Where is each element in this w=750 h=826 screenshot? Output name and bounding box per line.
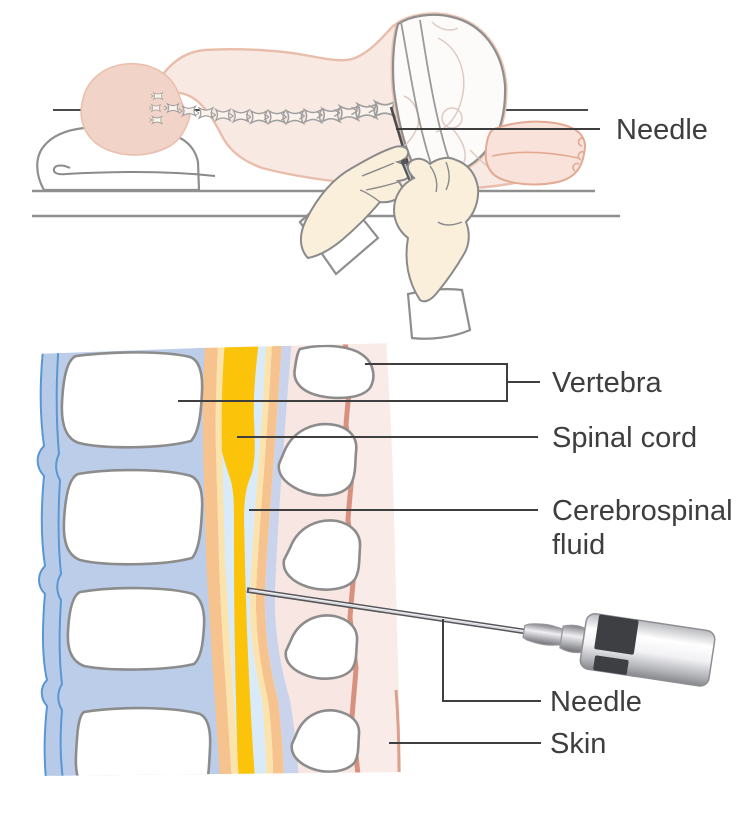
vertebra-body	[62, 468, 204, 566]
vertebra-body	[66, 586, 206, 671]
cerebrospinal-fluid-label: Cerebrospinal fluid	[552, 495, 733, 561]
patient-on-bed-illustration	[32, 12, 620, 340]
spinal-cord-label: Spinal cord	[552, 422, 698, 454]
leader-lines	[178, 363, 541, 744]
vertebra-leader-line	[178, 363, 540, 402]
needle-bottom-leader-line	[442, 619, 541, 702]
needle-top-label: Needle	[616, 114, 708, 146]
spinous-process	[284, 614, 359, 680]
spinal-needle-syringe	[246, 587, 716, 687]
epidural-left	[202, 343, 232, 776]
right-glove	[392, 156, 480, 303]
spinous-process	[282, 519, 362, 591]
vertebra-body	[60, 351, 204, 449]
spinous-process	[293, 344, 375, 400]
syringe-grip-top	[594, 614, 639, 655]
needle-top-icon	[389, 106, 413, 175]
patient-feet	[484, 120, 586, 186]
vertebra-bodies	[60, 351, 212, 776]
needle-bottom-label: Needle	[550, 686, 642, 718]
drape-strap	[400, 19, 451, 167]
surgical-drape	[390, 12, 508, 179]
doctor-left-hand	[298, 145, 413, 276]
dura-left	[215, 343, 239, 776]
doctor-right-hand	[392, 156, 480, 340]
patient-head	[80, 63, 191, 156]
subcutis-strip	[346, 343, 401, 775]
vertebra-label: Vertebra	[552, 367, 662, 399]
spinous-process	[290, 709, 361, 773]
syringe-grip-bottom	[593, 655, 629, 675]
spinal-cord-shape	[215, 343, 259, 776]
skin-label: Skin	[550, 728, 607, 760]
vertebra-body	[74, 706, 212, 776]
dura-right	[249, 343, 273, 776]
anterior-ligament	[36, 343, 65, 776]
needle-hub	[522, 623, 564, 646]
spinous-process	[277, 422, 358, 497]
spinous-processes	[277, 344, 375, 773]
spine-cross-section	[36, 343, 401, 776]
epidural-right	[255, 343, 284, 776]
flavum-band	[264, 343, 299, 776]
